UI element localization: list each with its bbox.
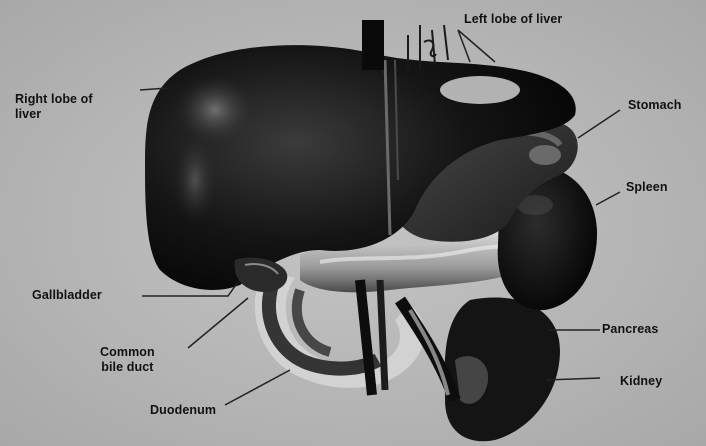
leader-spleen <box>596 192 620 205</box>
leader-bile-duct <box>188 298 248 348</box>
label-right-lobe-of-liver: Right lobe of liver <box>15 92 93 122</box>
label-bile-duct-line2: bile duct <box>100 360 155 375</box>
label-stomach: Stomach <box>628 98 682 113</box>
label-gallbladder: Gallbladder <box>32 288 102 303</box>
label-spleen: Spleen <box>626 180 668 195</box>
leader-stomach <box>578 110 620 138</box>
leader-duodenum <box>225 370 290 405</box>
label-left-lobe-of-liver: Left lobe of liver <box>464 12 562 27</box>
label-right-lobe-line2: liver <box>15 107 93 122</box>
label-bile-duct-line1: Common <box>100 345 155 360</box>
label-right-lobe-line1: Right lobe of <box>15 92 93 107</box>
kidney-shape <box>445 297 560 441</box>
label-duodenum: Duodenum <box>150 403 216 418</box>
leader-left-lobe <box>458 30 495 62</box>
gallbladder-shape <box>235 258 288 292</box>
label-kidney: Kidney <box>620 374 662 389</box>
label-pancreas: Pancreas <box>602 322 658 337</box>
label-common-bile-duct: Common bile duct <box>100 345 155 375</box>
